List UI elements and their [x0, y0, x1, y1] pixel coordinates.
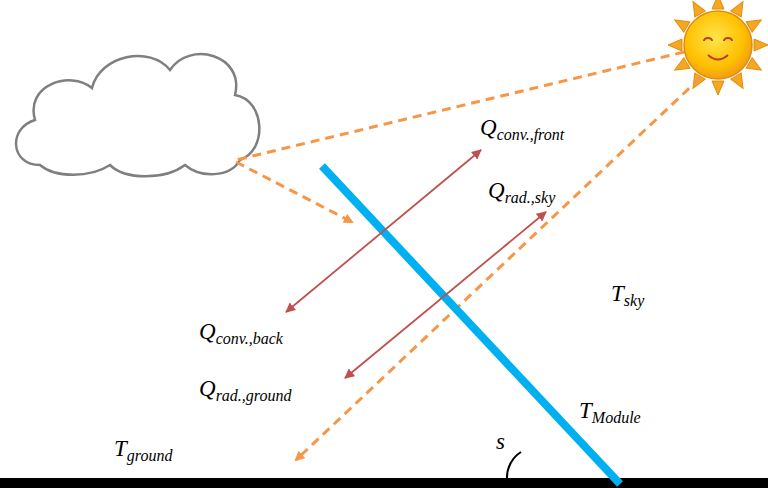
- cloud: [16, 54, 259, 176]
- symbol-text: Q: [480, 115, 497, 140]
- sun-rays: [236, 52, 700, 460]
- temperature-label: Tground: [112, 435, 174, 465]
- symbol-text: T: [114, 436, 127, 461]
- heat-flux-label: Qconv.,front: [478, 114, 566, 144]
- symbol-text: Q: [488, 178, 505, 203]
- symbol-text: Q: [199, 376, 216, 401]
- subscript-text: sky: [624, 292, 644, 309]
- temperature-label: Tsky: [609, 280, 646, 310]
- subscript-text: Module: [592, 409, 641, 426]
- subscript-text: ground: [127, 447, 173, 464]
- pv-module: [322, 166, 620, 484]
- symbol-text: T: [579, 398, 592, 423]
- symbol-text: Q: [199, 319, 216, 344]
- temperature-label: TModule: [577, 397, 643, 427]
- heat-flux-label: Qrad.,sky: [486, 177, 557, 207]
- subscript-text: rad.,ground: [216, 387, 292, 404]
- heat-flux-label: Qconv.,back: [197, 318, 285, 348]
- heat-flux-label: Qrad.,ground: [197, 375, 293, 405]
- subscript-text: conv.,back: [216, 330, 283, 347]
- sun: [668, 0, 768, 95]
- ground-bar: [0, 478, 768, 488]
- symbol-text: s: [496, 429, 505, 454]
- symbol-text: T: [611, 281, 624, 306]
- subscript-text: rad.,sky: [505, 189, 556, 206]
- angle-label: s: [494, 428, 507, 456]
- tilt-angle-arc: [507, 452, 521, 478]
- subscript-text: conv.,front: [497, 126, 565, 143]
